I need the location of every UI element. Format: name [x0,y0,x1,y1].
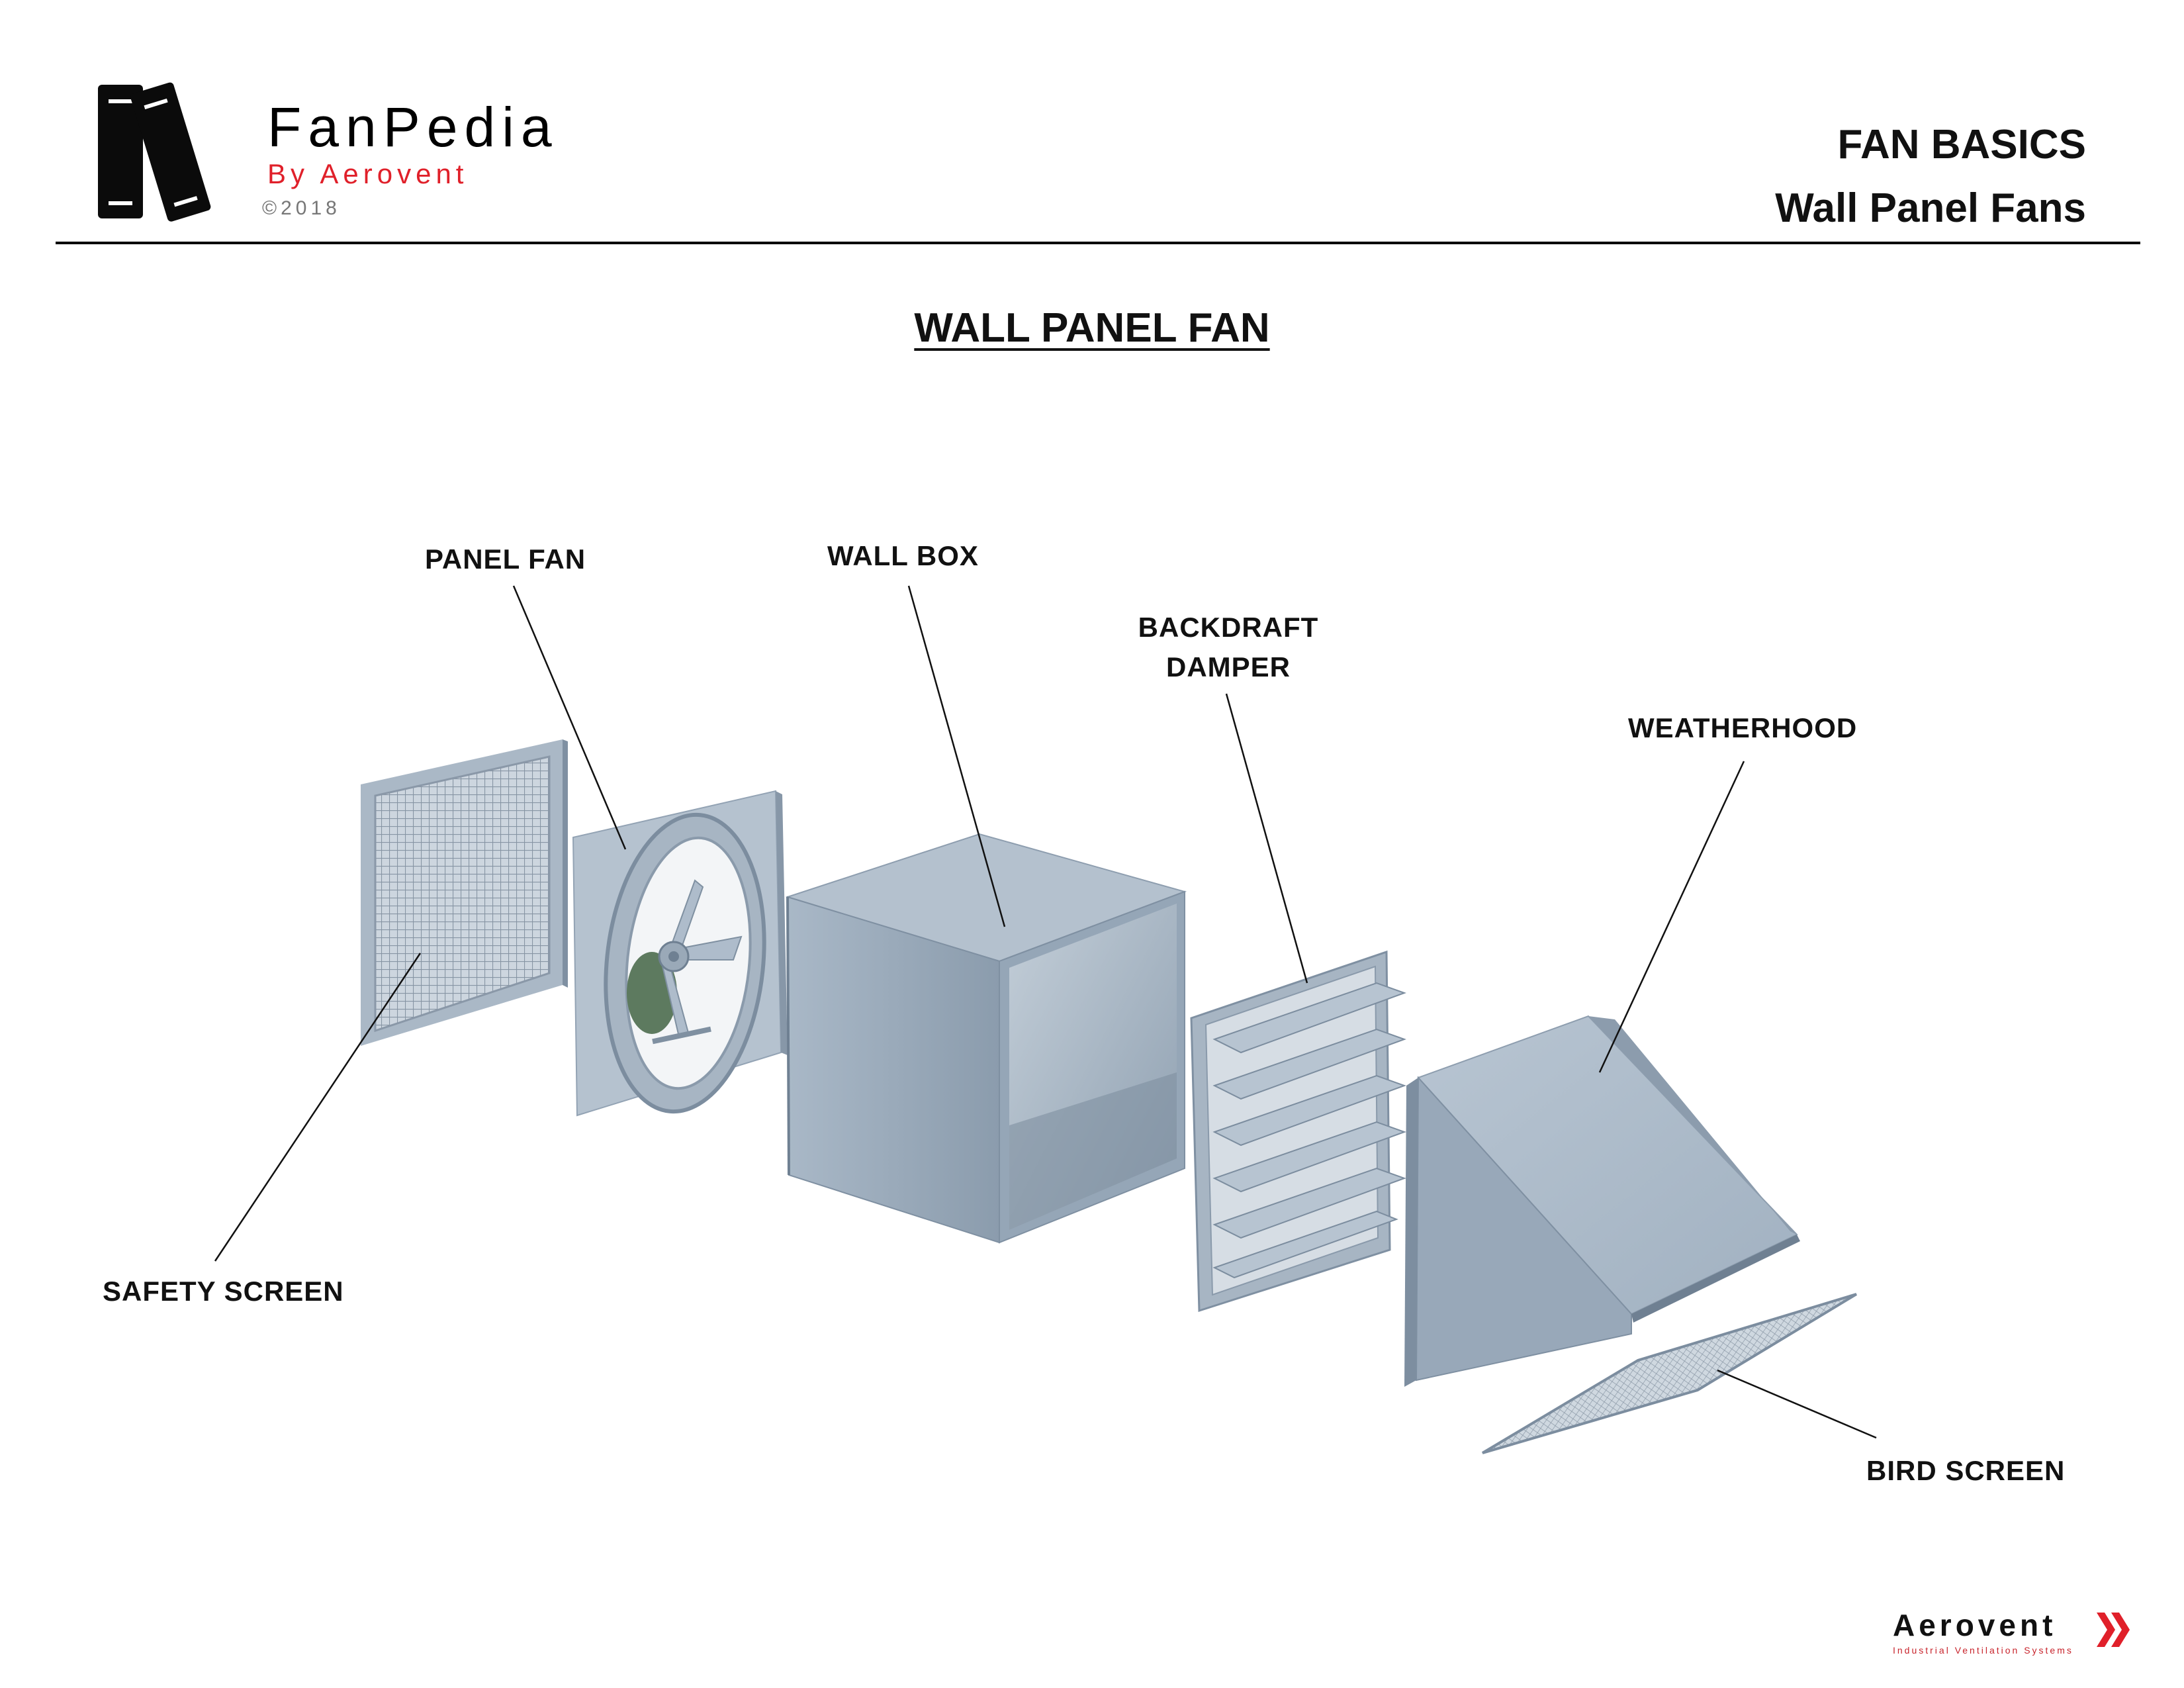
footer-tagline: Industrial Ventilation Systems [1893,1645,2073,1656]
backdraft-damper-leader [1225,693,1308,984]
wall-box-leader [907,585,1006,927]
brand-name: FanPedia [267,96,559,158]
callout-wall-box: WALL BOX [827,540,979,571]
panel-fan-leader [512,585,627,850]
footer-brand: Aerovent [1893,1608,2057,1642]
safety-screen-leader [214,953,422,1262]
copyright: ©2018 [262,197,341,219]
header-divider [56,242,2140,244]
diagram-title: WALL PANEL FAN [914,305,1270,351]
weatherhood-illustration [1404,1015,1800,1387]
brand-byline: By Aerovent [267,158,469,189]
callout-weatherhood: WEATHERHOOD [1628,712,1858,743]
callout-backdraft-damper: BACKDRAFT DAMPER [1109,608,1347,687]
section-title: FAN BASICS [1837,122,2086,167]
callout-backdraft-damper-line1: BACKDRAFT [1138,612,1319,643]
wall-box-illustration [785,833,1187,1244]
callout-safety-screen: SAFETY SCREEN [103,1276,344,1307]
panel-fan-illustration [572,790,788,1117]
callout-bird-screen: BIRD SCREEN [1866,1455,2066,1486]
bird-screen-leader [1717,1369,1877,1439]
callout-panel-fan: PANEL FAN [425,543,586,575]
safety-screen-illustration [361,739,568,1046]
backdraft-damper-illustration [1190,950,1406,1313]
leader-lines [214,585,1877,1439]
books-logo-icon [98,82,211,222]
callout-backdraft-damper-line2: DAMPER [1165,651,1291,682]
weatherhood-leader [1598,761,1745,1073]
double-chevron-icon [2097,1613,2130,1647]
topic-title: Wall Panel Fans [1775,185,2086,231]
bird-screen-illustration [1481,1293,1858,1454]
